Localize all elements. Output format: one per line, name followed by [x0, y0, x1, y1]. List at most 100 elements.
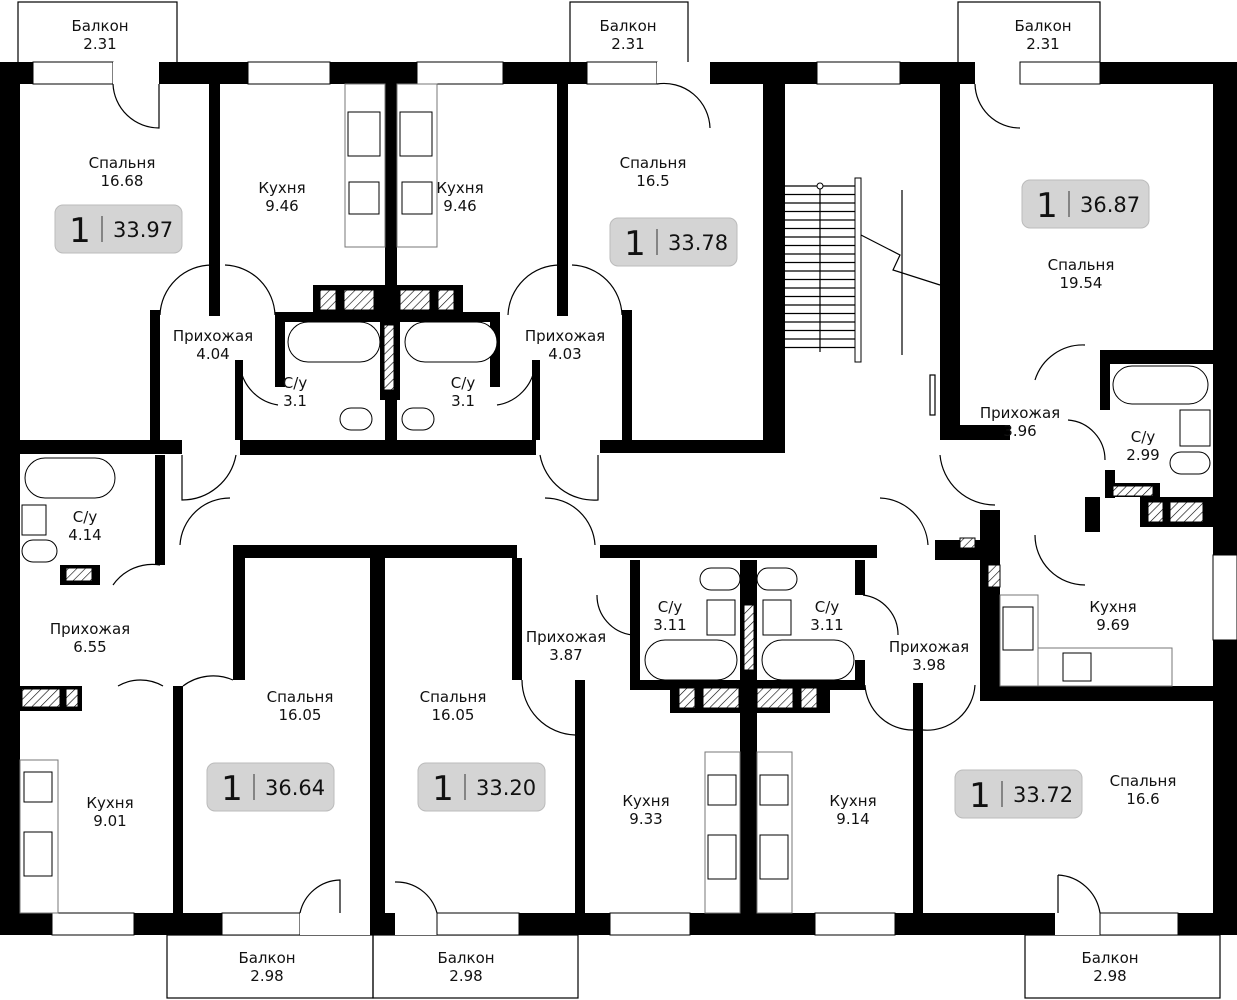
fixtures: [19, 83, 1211, 914]
door: [521, 679, 576, 736]
balcony-name: Балкон: [599, 17, 656, 35]
room-name: Спальня: [620, 154, 687, 172]
room-name: Спальня: [1110, 772, 1177, 790]
door: [117, 679, 164, 687]
room-area: 16.5: [636, 172, 669, 190]
balcony-name: Балкон: [437, 949, 494, 967]
window: [51, 912, 135, 936]
door: [1034, 534, 1086, 586]
rooms-count: 1: [221, 769, 243, 809]
kitchen-counter: [1037, 647, 1173, 687]
window: [816, 61, 901, 85]
sink-icon: [762, 599, 792, 636]
door: [879, 497, 929, 546]
window: [221, 912, 301, 936]
door: [507, 264, 561, 316]
door: [864, 684, 914, 731]
stove-icon: [23, 831, 53, 877]
window: [32, 61, 114, 85]
room-name: Спальня: [1048, 256, 1115, 274]
outer-walls: [0, 61, 1237, 936]
door: [974, 83, 1021, 129]
total-area: 36.87: [1080, 193, 1140, 217]
toilet-icon: [21, 539, 58, 563]
room-area: 16.05: [432, 706, 475, 724]
kitchen-counter: [396, 83, 438, 248]
sink-icon: [759, 774, 789, 806]
room-area: 3.11: [653, 616, 686, 634]
room-area: 3.98: [912, 656, 945, 674]
room-name: Спальня: [267, 688, 334, 706]
room-area: 6.55: [73, 638, 106, 656]
rooms-count: 1: [969, 776, 991, 816]
room-area: 4.03: [548, 345, 581, 363]
door: [939, 454, 996, 506]
room-area: 3.96: [1003, 422, 1036, 440]
room-name: Спальня: [89, 154, 156, 172]
bathtub-icon: [24, 457, 116, 499]
room-area: 3.11: [810, 616, 843, 634]
room-area: 2.99: [1126, 446, 1159, 464]
door: [862, 594, 899, 636]
stove-icon: [707, 834, 737, 880]
toilet-icon: [401, 407, 435, 431]
room-name: Прихожая: [980, 404, 1060, 422]
doors: [112, 82, 1106, 914]
window: [1099, 912, 1179, 936]
window: [1212, 554, 1237, 641]
rooms-count: 1: [624, 224, 646, 264]
window: [416, 61, 504, 85]
door: [239, 364, 279, 406]
door: [1067, 419, 1106, 461]
bathtub-icon: [1112, 365, 1209, 405]
toilet-icon: [1169, 451, 1211, 475]
room-name: С/у: [1131, 428, 1156, 446]
stove-icon: [759, 834, 789, 880]
room-name: Прихожая: [525, 327, 605, 345]
room-name: С/у: [73, 508, 98, 526]
rooms-count: 1: [432, 769, 454, 809]
door: [181, 454, 237, 501]
room-area: 4.04: [196, 345, 229, 363]
door: [394, 881, 438, 914]
balcony-area: 2.98: [250, 967, 283, 985]
room-name: Прихожая: [50, 620, 130, 638]
sink-icon: [348, 181, 380, 215]
balcony-name: Балкон: [1081, 949, 1138, 967]
room-area: 3.1: [451, 392, 475, 410]
room-name: Прихожая: [173, 327, 253, 345]
sink-icon: [401, 181, 433, 215]
balcony-labels: Балкон 2.31 Балкон 2.31 Балкон 2.31 Балк…: [71, 17, 1138, 985]
bathtub-icon: [761, 639, 855, 681]
balconies: [17, 1, 1221, 999]
window: [814, 912, 896, 936]
room-name: Кухня: [829, 792, 876, 810]
sink-icon: [21, 504, 47, 536]
room-name: Кухня: [622, 792, 669, 810]
room-area: 9.46: [265, 197, 298, 215]
room-area: 9.46: [443, 197, 476, 215]
toilet-icon: [699, 567, 741, 591]
total-area: 33.97: [113, 218, 173, 242]
sink-icon: [707, 774, 737, 806]
room-name: Прихожая: [526, 628, 606, 646]
door: [159, 264, 213, 316]
door: [544, 497, 596, 546]
room-name: Кухня: [86, 794, 133, 812]
total-area: 33.78: [668, 231, 728, 255]
door: [182, 675, 234, 687]
door: [112, 563, 161, 586]
rooms-count: 1: [69, 211, 91, 251]
door: [1057, 874, 1101, 914]
balcony-area: 2.31: [1026, 35, 1059, 53]
balcony-name: Балкон: [71, 17, 128, 35]
total-area: 33.72: [1013, 783, 1073, 807]
sink-icon: [23, 771, 53, 803]
room-name: С/у: [658, 598, 683, 616]
